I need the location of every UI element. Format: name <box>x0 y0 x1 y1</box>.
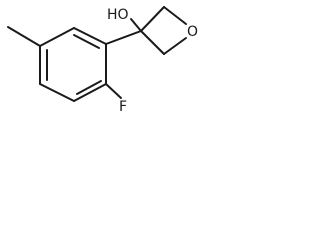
bond-ring-5 <box>73 83 107 102</box>
ring-oxygen-label: O <box>187 24 198 40</box>
molecule-structure: HO O F <box>7 6 198 115</box>
hydroxyl-label: HO <box>107 7 129 23</box>
bond-double-top <box>73 34 100 49</box>
bond-aryl-fluorine <box>105 83 122 99</box>
bond-oxetane-bottom <box>140 30 165 55</box>
bond-oxetane-o-bottom <box>163 37 187 55</box>
bond-aryl-oxetane <box>105 30 142 45</box>
bond-hydroxyl <box>130 18 142 32</box>
bond-methyl <box>7 26 41 47</box>
bond-oxetane-o-top <box>163 6 187 25</box>
bond-ring-4 <box>39 83 75 102</box>
bond-ring-1 <box>73 27 107 45</box>
benzene-ring <box>39 27 107 102</box>
bond-ring-2 <box>39 27 75 47</box>
bond-double-bottom <box>76 80 102 95</box>
fluorine-label: F <box>119 99 127 115</box>
bond-oxetane-top <box>140 6 165 32</box>
oxetane-ring <box>140 6 187 55</box>
